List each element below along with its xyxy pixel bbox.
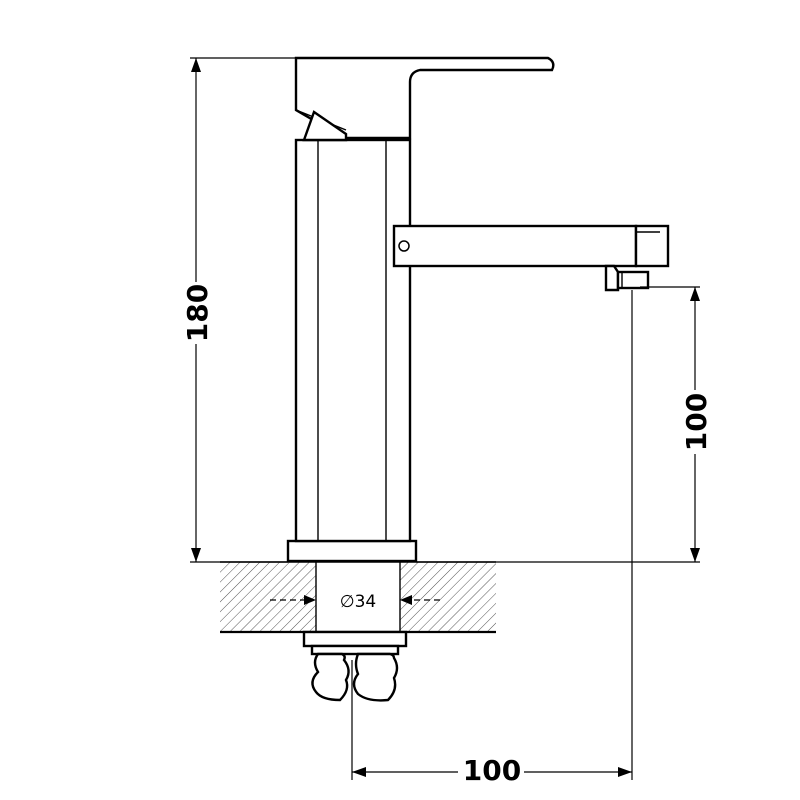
overall-height-dimension: 180 bbox=[181, 57, 296, 563]
spout-height-arrow-top bbox=[690, 287, 700, 301]
diameter-arrow-right bbox=[400, 595, 412, 605]
countertop-hatch-left bbox=[220, 562, 316, 632]
spout-reach-arrow-left bbox=[352, 767, 366, 777]
overall-height-arrow-top bbox=[191, 58, 201, 72]
base-diameter-annotation: ∅34 bbox=[270, 592, 440, 612]
base-flange bbox=[286, 539, 418, 563]
faucet-body bbox=[286, 56, 670, 563]
spout-set-screw bbox=[398, 240, 410, 252]
handle-neck bbox=[302, 110, 348, 142]
countertop-section bbox=[220, 561, 496, 634]
spout-height-label: 100 bbox=[680, 393, 713, 451]
spout-reach-arrow-right bbox=[618, 767, 632, 777]
overall-height-label: 180 bbox=[181, 284, 214, 342]
diameter-arrow-left bbox=[304, 595, 316, 605]
lever-handle bbox=[294, 56, 555, 142]
faucet-column bbox=[294, 138, 412, 543]
spout-height-arrow-bottom bbox=[690, 548, 700, 562]
spout-arm bbox=[392, 224, 638, 268]
spout-height-dimension: 100 bbox=[416, 286, 713, 563]
base-diameter-label: ∅34 bbox=[340, 592, 376, 612]
aerator bbox=[604, 264, 650, 292]
hose-left bbox=[311, 652, 350, 702]
under-counter-fixings bbox=[302, 630, 408, 702]
countertop-hatch-right bbox=[400, 562, 496, 632]
overall-height-arrow-bottom bbox=[191, 548, 201, 562]
fixing-nut bbox=[302, 630, 408, 648]
spout-reach-label: 100 bbox=[463, 754, 521, 787]
spout-reach-dimension: 100 bbox=[351, 290, 633, 787]
hose-right bbox=[352, 652, 399, 702]
fixing-washer bbox=[310, 644, 400, 656]
